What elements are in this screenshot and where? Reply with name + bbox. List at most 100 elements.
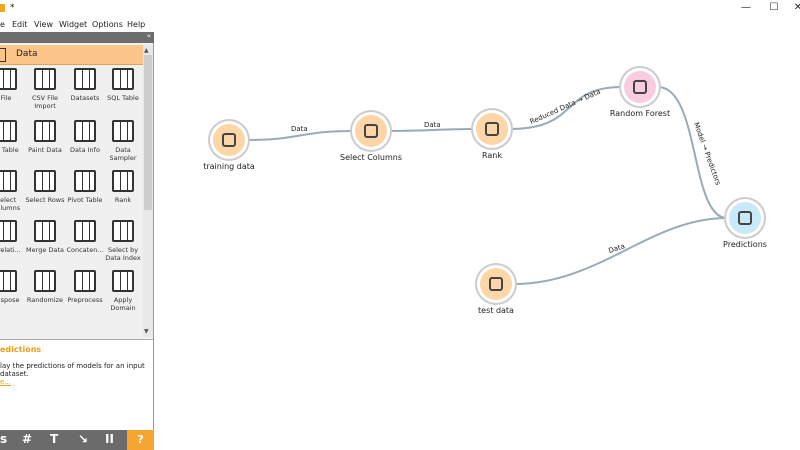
menu-bar: e Edit View Widget Options Help [0, 18, 800, 32]
datasets-icon [74, 68, 96, 90]
link[interactable] [509, 86, 623, 130]
scroll-up-icon[interactable]: ▲ [144, 47, 149, 54]
rank-icon [112, 170, 134, 192]
widget-label: anspose [0, 296, 20, 304]
node-test-data[interactable] [480, 268, 512, 300]
widget-label: Pivot Table [67, 196, 103, 204]
widget-database[interactable]: SQL Table [103, 68, 143, 102]
widget-sampler[interactable]: Data Sampler [103, 120, 143, 162]
app-logo-icon [0, 4, 5, 12]
preprocess-icon [74, 270, 96, 292]
widget-info[interactable]: Data Info [65, 120, 105, 154]
widget-csv[interactable]: CSV File Import [25, 68, 65, 110]
widget-table[interactable]: ta Table [0, 120, 26, 154]
dock-scrollbar[interactable]: ▲ ▼ [143, 45, 153, 337]
csv-icon [34, 68, 56, 90]
scroll-thumb[interactable] [144, 55, 152, 210]
widget-preprocess[interactable]: Preprocess [65, 270, 105, 304]
widget-paint[interactable]: Paint Data [25, 120, 65, 154]
node-label: Predictions [723, 240, 767, 249]
menu-file[interactable]: e [0, 20, 5, 29]
node-icon [222, 133, 236, 147]
widget-label: File [0, 94, 12, 102]
close-button[interactable]: ✕ [793, 2, 800, 13]
widget-merge[interactable]: Merge Data [25, 220, 65, 254]
link-label: Data [291, 125, 308, 133]
node-training-data[interactable] [213, 124, 245, 156]
node-label: Random Forest [609, 109, 671, 118]
node-icon [738, 211, 752, 225]
info-icon [74, 120, 96, 142]
menu-view[interactable]: View [34, 20, 53, 29]
minimize-button[interactable]: — [741, 2, 751, 13]
widget-concatenate[interactable]: Concaten... [65, 220, 105, 254]
maximize-button[interactable]: ☐ [769, 2, 779, 13]
widget-rank[interactable]: Rank [103, 170, 143, 204]
widget-description: edictions lay the predictions of models … [0, 339, 153, 430]
node-icon [489, 277, 503, 291]
widget-label: Randomize [26, 296, 64, 304]
category-label: Data [16, 49, 38, 59]
widget-datasets[interactable]: Datasets [65, 68, 105, 102]
widget-label: Rank [114, 196, 132, 204]
select-index-icon [112, 220, 134, 242]
select-rows-icon [34, 170, 56, 192]
widget-label: Concaten... [66, 246, 104, 254]
widget-label: Data Info [70, 146, 100, 154]
add-text-button[interactable]: T [50, 432, 59, 446]
widget-label: ta Table [0, 146, 19, 154]
title-bar: * — ☐ ✕ [0, 0, 800, 18]
pause-button[interactable]: II [105, 432, 114, 446]
widget-file[interactable]: File [0, 68, 26, 102]
widget-label: Apply Domain [110, 296, 136, 312]
file-icon [0, 68, 17, 90]
node-predictions[interactable] [729, 202, 761, 234]
paint-icon [34, 120, 56, 142]
merge-icon [34, 220, 56, 242]
align-grid-button[interactable]: # [22, 432, 33, 446]
category-data[interactable]: Data [0, 45, 143, 65]
widget-label: Select Columns [0, 196, 21, 212]
more-link[interactable]: e... [0, 378, 11, 386]
widget-apply-domain[interactable]: Apply Domain [103, 270, 143, 312]
widget-correlation[interactable]: orrelati... [0, 220, 26, 254]
tool-button[interactable]: s [0, 432, 8, 446]
node-select-columns[interactable] [355, 115, 387, 147]
widget-randomize[interactable]: Randomize [25, 270, 65, 304]
randomize-icon [34, 270, 56, 292]
widget-label: Select by Data Index [105, 246, 141, 262]
node-rank[interactable] [476, 113, 508, 145]
add-arrow-button[interactable]: ↘ [78, 432, 89, 446]
menu-options[interactable]: Options [92, 20, 123, 29]
widget-select-index[interactable]: Select by Data Index [103, 220, 143, 262]
widget-label: Datasets [70, 94, 100, 102]
node-label: Rank [482, 151, 502, 160]
widget-select-columns[interactable]: Select Columns [0, 170, 26, 212]
widget-pivot[interactable]: Pivot Table [65, 170, 105, 204]
node-random-forest[interactable] [624, 71, 656, 103]
widget-transpose[interactable]: anspose [0, 270, 26, 304]
collapse-dock-button[interactable]: « [146, 32, 151, 40]
link[interactable] [657, 86, 728, 219]
widget-label: Select Rows [25, 196, 65, 204]
menu-help[interactable]: Help [127, 20, 146, 29]
menu-widget[interactable]: Widget [59, 20, 88, 29]
description-title: edictions [0, 345, 42, 354]
window-title: * [10, 3, 15, 13]
scroll-down-icon[interactable]: ▼ [144, 328, 149, 335]
link[interactable] [388, 128, 475, 132]
node-icon [633, 80, 647, 94]
help-button[interactable]: ? [127, 430, 154, 450]
link[interactable] [246, 130, 354, 141]
widget-select-rows[interactable]: Select Rows [25, 170, 65, 204]
widget-label: Merge Data [26, 246, 64, 254]
menu-edit[interactable]: Edit [12, 20, 28, 29]
link-label: Data [424, 121, 441, 129]
widget-label: SQL Table [107, 94, 139, 102]
concatenate-icon [74, 220, 96, 242]
link[interactable] [513, 217, 728, 285]
widget-label: orrelati... [0, 246, 21, 254]
canvas-toolbar: s # T ↘ II ? [0, 430, 154, 450]
